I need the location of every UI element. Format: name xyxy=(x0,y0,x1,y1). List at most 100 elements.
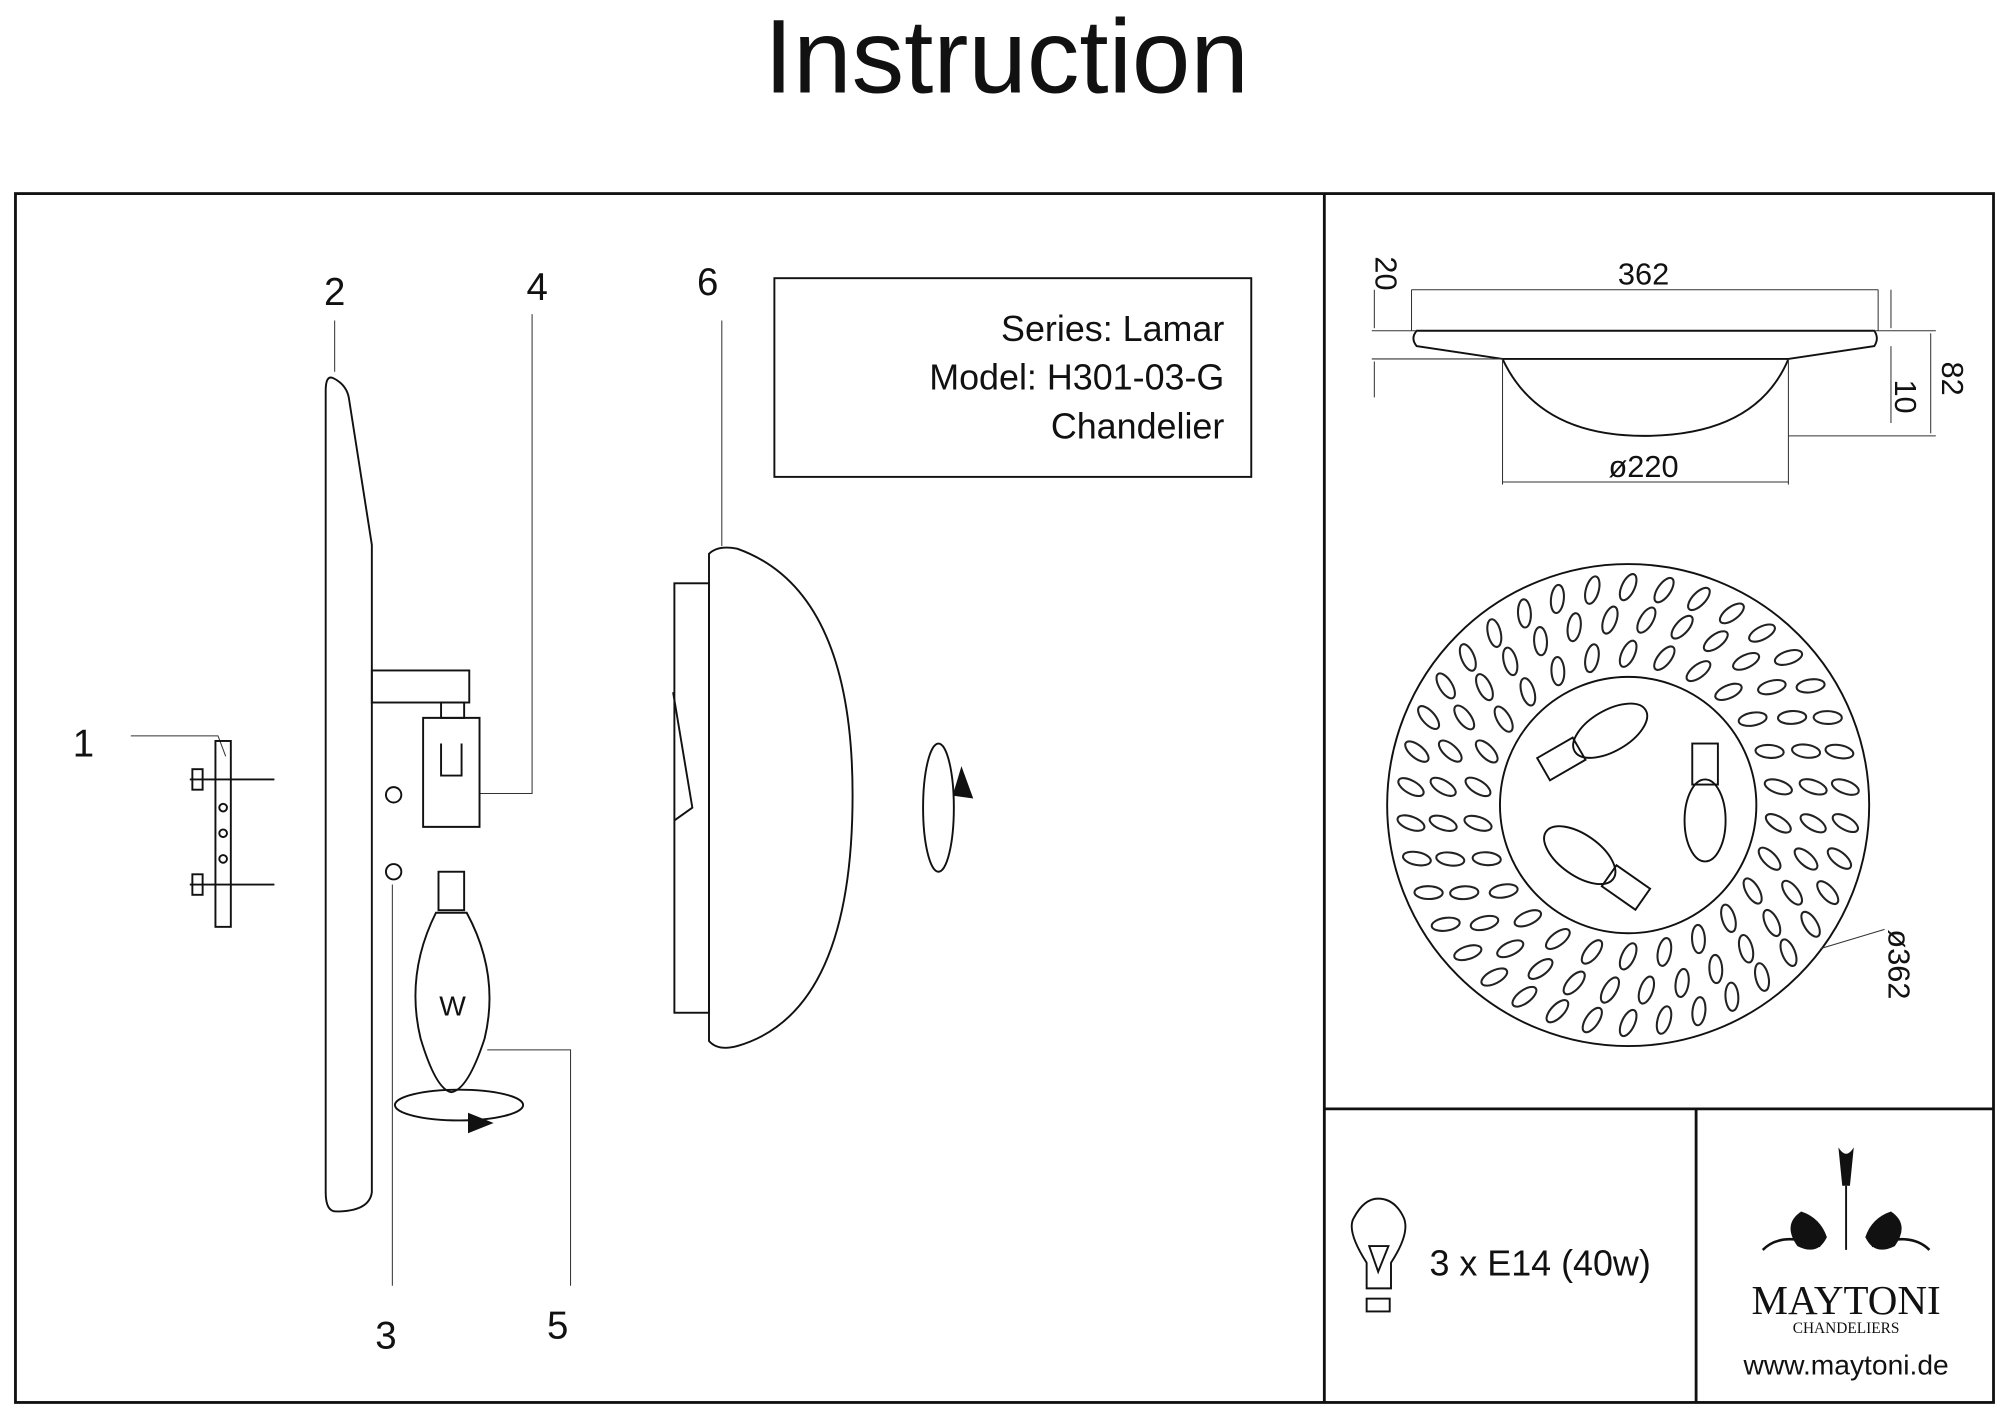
outer-frame xyxy=(14,192,1995,1404)
leaf-cutout xyxy=(1799,813,1827,834)
leaf-cutout xyxy=(1618,573,1638,602)
series-text: Series: Lamar xyxy=(1001,309,1224,349)
leaf-cutout xyxy=(1826,847,1853,870)
leaf-cutout xyxy=(1720,903,1737,933)
leaf-cutout xyxy=(1687,586,1711,612)
leaf-cutout xyxy=(1488,883,1519,899)
glass-shade xyxy=(672,546,974,1049)
leaf-cutout xyxy=(1764,813,1792,834)
model-text: Model: H301-03-G xyxy=(929,358,1224,398)
leaf-cutout xyxy=(1396,814,1426,832)
leaf-cutout xyxy=(1511,985,1538,1008)
leaf-cutout xyxy=(1429,776,1457,797)
bulb-icon xyxy=(1350,1197,1407,1290)
leaf-cutout xyxy=(1458,643,1477,672)
leaf-cutout xyxy=(1545,999,1570,1024)
leaf-cutout xyxy=(1527,958,1554,980)
leaf-cutout xyxy=(1428,814,1458,832)
part-label-1: 1 xyxy=(73,722,94,765)
leaf-cutout xyxy=(1691,996,1707,1027)
leaf-cutout xyxy=(1566,612,1582,643)
leaf-cutout xyxy=(1732,651,1761,671)
leaf-cutout xyxy=(1502,646,1519,677)
leaf-cutout xyxy=(1781,879,1804,906)
leaf-cutout xyxy=(1702,630,1729,653)
leaf-cutout xyxy=(1516,598,1532,629)
leaf-cutout xyxy=(1435,672,1456,700)
leaf-cutout xyxy=(1737,933,1755,964)
leaf-cutout xyxy=(1816,880,1840,906)
leaf-cutout xyxy=(1812,710,1843,725)
leaf-cutout xyxy=(1773,648,1804,666)
leaf-cutout xyxy=(1795,678,1826,694)
leaf-cutout xyxy=(1417,705,1441,730)
leaf-cutout xyxy=(1653,645,1676,671)
leaf-cutout xyxy=(1637,975,1656,1005)
side-view-dimensions: 362 ø220 20 82 10 xyxy=(1369,256,1970,485)
leaf-cutout xyxy=(1718,602,1745,625)
leaf-cutout xyxy=(1830,778,1860,796)
bulb-mark: W xyxy=(439,989,466,1021)
dim-total-height: 82 xyxy=(1935,362,1970,396)
part-label-2: 2 xyxy=(324,271,345,314)
leaf-cutout xyxy=(1580,939,1604,965)
brand-website: www.maytoni.de xyxy=(1742,1348,1948,1380)
lamp-spec-text: 3 x E14 (40w) xyxy=(1429,1244,1650,1284)
leaf-cutout xyxy=(1453,944,1483,962)
dim-shade-diameter: ø220 xyxy=(1608,449,1678,484)
leaf-cutout xyxy=(1584,643,1600,674)
socket-holder xyxy=(370,669,481,881)
leaf-cutout xyxy=(1831,813,1860,834)
leaf-cutout xyxy=(1584,575,1601,605)
leaf-cutout xyxy=(1493,705,1514,733)
leaf-cutout xyxy=(1708,953,1724,985)
leaf-cutout xyxy=(1401,850,1432,867)
leaf-cutout xyxy=(1674,967,1690,998)
leaf-cutout xyxy=(1413,885,1444,901)
leaf-cutout xyxy=(1690,923,1706,955)
leaf-cutout xyxy=(1549,583,1565,615)
leaf-cutout xyxy=(1601,605,1619,635)
leaf-cutout xyxy=(1753,962,1771,992)
leaf-cutout xyxy=(1656,937,1673,967)
leaf-cutout xyxy=(1824,743,1855,760)
leaf-cutout xyxy=(1397,777,1425,798)
leaf-cutout xyxy=(1513,909,1543,928)
brand-name: MAYTONI xyxy=(1752,1277,1941,1323)
leaf-cutout xyxy=(1435,851,1466,867)
lamp-spec: 3 x E14 (40w) xyxy=(1350,1197,1651,1313)
leaf-cutout xyxy=(1779,938,1798,967)
leaf-cutout xyxy=(1618,639,1638,668)
top-view: ø362 xyxy=(1386,563,1916,1048)
leaf-cutout xyxy=(1618,942,1638,971)
leaf-cutout xyxy=(1496,939,1525,959)
leaf-cutout xyxy=(1533,626,1549,657)
leaf-cutout xyxy=(1453,704,1476,731)
leaf-pattern xyxy=(1396,573,1860,1038)
leaf-cutout xyxy=(1519,677,1537,707)
leaf-cutout xyxy=(1480,967,1509,987)
leaf-cutout xyxy=(1404,740,1430,763)
leaf-cutout xyxy=(1599,976,1621,1004)
type-text: Chandelier xyxy=(1051,406,1225,446)
leaf-cutout xyxy=(1655,1005,1673,1035)
leaf-cutout xyxy=(1762,908,1782,938)
leaf-cutout xyxy=(1793,847,1819,871)
product-info-box: Series: Lamar Model: H301-03-G Chandelie… xyxy=(773,277,1253,478)
part-label-4: 4 xyxy=(527,266,548,309)
leaf-cutout xyxy=(1800,910,1821,938)
leaf-cutout xyxy=(1475,673,1494,702)
leaf-cutout xyxy=(1757,846,1782,871)
leaf-cutout xyxy=(1653,576,1675,604)
dim-top-diameter: ø362 xyxy=(1881,929,1916,999)
leaf-cutout xyxy=(1449,885,1480,901)
leaf-cutout xyxy=(1474,739,1499,764)
leaf-cutout xyxy=(1757,678,1787,696)
leaf-cutout xyxy=(1544,928,1571,950)
maytoni-logo: MAYTONI CHANDELIERS www.maytoni.de xyxy=(1742,1147,1949,1380)
part-label-6: 6 xyxy=(697,261,718,304)
leaf-cutout xyxy=(1486,618,1503,648)
leaf-cutout xyxy=(1636,606,1657,634)
